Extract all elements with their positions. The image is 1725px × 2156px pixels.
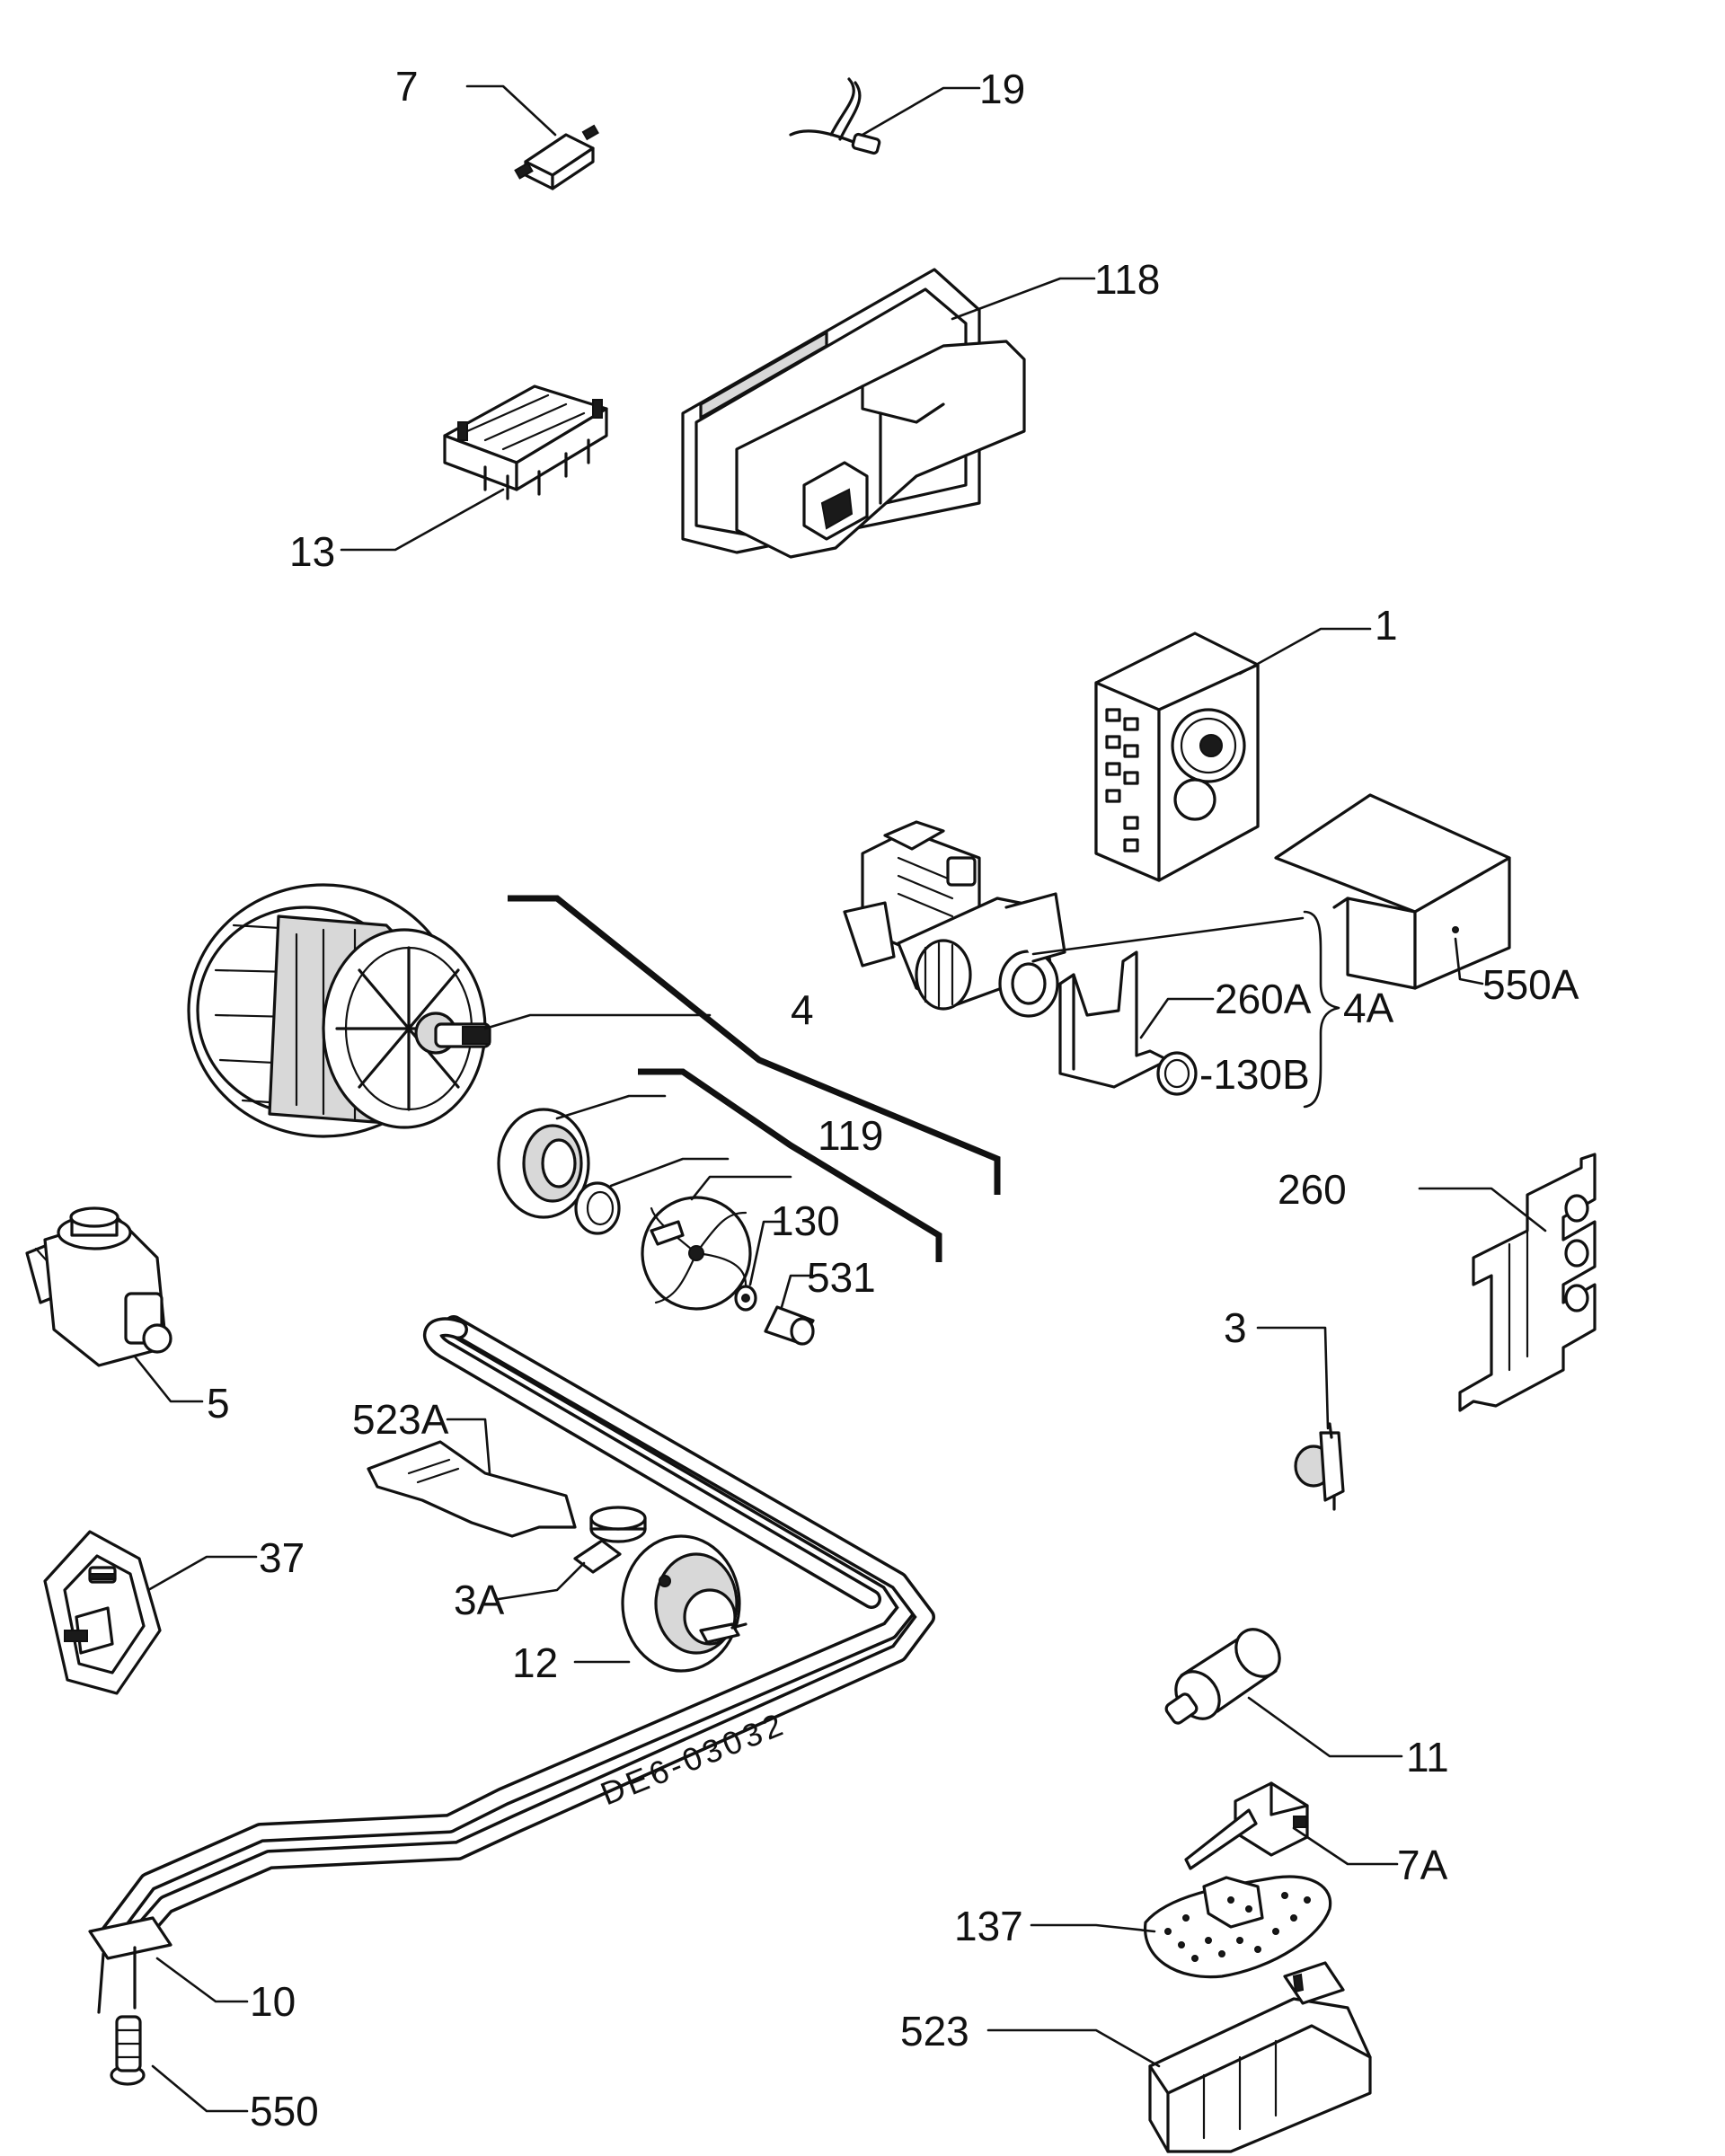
part-531-screw bbox=[764, 1274, 815, 1346]
label-3: 3 bbox=[1224, 1304, 1247, 1351]
part-7-switch bbox=[465, 84, 599, 190]
label-3A: 3A bbox=[454, 1577, 505, 1623]
label-523A: 523A bbox=[352, 1396, 449, 1443]
label-11: 11 bbox=[1406, 1734, 1449, 1780]
label-550A: 550A bbox=[1482, 961, 1579, 1008]
label-7: 7 bbox=[395, 63, 419, 110]
part-1-timer bbox=[1094, 627, 1372, 882]
label-37: 37 bbox=[259, 1534, 305, 1581]
label-130: 130 bbox=[771, 1197, 840, 1244]
label-137: 137 bbox=[954, 1903, 1023, 1949]
brace-4A bbox=[1031, 910, 1340, 1109]
part-11-capacitor bbox=[1164, 1628, 1403, 1758]
label-12: 12 bbox=[512, 1639, 558, 1686]
part-10-heater bbox=[88, 1315, 935, 2014]
label-1: 1 bbox=[1375, 602, 1398, 649]
part-37-terminal-box bbox=[43, 1530, 258, 1695]
part-7A-microswitch bbox=[1184, 1781, 1399, 1870]
label-550: 550 bbox=[250, 2088, 319, 2134]
part-119-ring bbox=[574, 1157, 730, 1235]
part-5-valve bbox=[25, 1206, 204, 1403]
label-4: 4 bbox=[791, 986, 814, 1033]
part-523-housing bbox=[986, 1961, 1372, 2153]
brace-119 bbox=[638, 1068, 942, 1262]
label-19: 19 bbox=[979, 66, 1025, 112]
brace-4 bbox=[508, 895, 1001, 1195]
label-7A: 7A bbox=[1397, 1842, 1448, 1888]
part-4A-drain-pump bbox=[843, 820, 1066, 1018]
part-523A-bracket bbox=[367, 1418, 577, 1538]
label-5: 5 bbox=[207, 1380, 230, 1427]
label-13: 13 bbox=[289, 528, 335, 575]
part-119-seal bbox=[497, 1094, 667, 1219]
part-130B-o-ring bbox=[1156, 1051, 1198, 1096]
part-12-pump-motor bbox=[573, 1534, 748, 1673]
part-550-plug bbox=[110, 2015, 249, 2113]
label-119: 119 bbox=[818, 1112, 883, 1159]
label-130B: -130B bbox=[1199, 1051, 1310, 1098]
part-13-switch-block bbox=[340, 384, 608, 552]
part-19-sensor bbox=[789, 77, 981, 155]
part-137-filter bbox=[1030, 1875, 1332, 1979]
part-260-bracket bbox=[1418, 1153, 1597, 1412]
part-260A-bracket bbox=[1058, 950, 1215, 1089]
part-3-sensor bbox=[1256, 1326, 1345, 1511]
timer-contacts bbox=[1105, 708, 1139, 853]
label-4A: 4A bbox=[1343, 985, 1394, 1031]
part-119-impeller bbox=[641, 1175, 792, 1311]
label-260: 260 bbox=[1278, 1166, 1347, 1213]
label-523: 523 bbox=[900, 2008, 969, 2054]
part-118-dispenser bbox=[681, 268, 1096, 559]
filter-texture bbox=[1164, 1892, 1311, 1962]
part-550A-box bbox=[1274, 793, 1511, 990]
label-10: 10 bbox=[250, 1978, 296, 2025]
label-260A: 260A bbox=[1215, 976, 1312, 1022]
label-531: 531 bbox=[807, 1254, 876, 1301]
part-4-motor bbox=[187, 883, 712, 1138]
part-3A-thermostat bbox=[497, 1506, 647, 1601]
label-118: 118 bbox=[1094, 256, 1160, 303]
part-130-nut bbox=[734, 1220, 783, 1312]
